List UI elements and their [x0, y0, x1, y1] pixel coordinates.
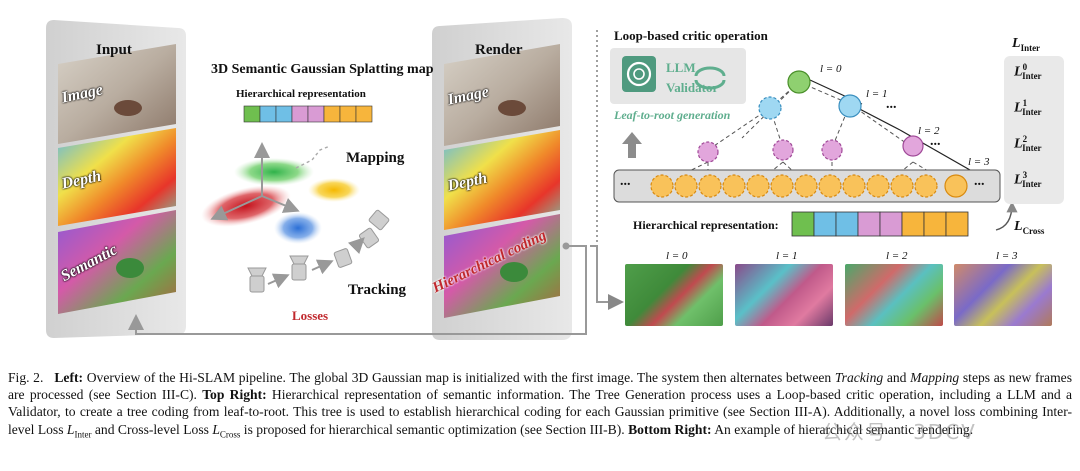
ellipsis-left: ... — [620, 174, 631, 189]
ellipsis-right: ... — [974, 174, 985, 189]
l-inter-title: LInter — [1012, 36, 1041, 53]
ellipsis-l2: ... — [930, 134, 941, 149]
semantic-render-l0 — [625, 264, 723, 326]
l-inter-0: L0Inter — [1014, 62, 1042, 82]
l-inter-1: L1Inter — [1014, 98, 1042, 118]
input-semantic — [58, 210, 176, 314]
tree-node-l1 — [838, 94, 862, 118]
llm-label: LLM — [666, 60, 696, 75]
input-depth — [58, 128, 176, 226]
render-title: Render — [475, 42, 523, 58]
thumb-level-label-3: l = 3 — [996, 250, 1018, 262]
tree-level-label-2: l = 2 — [918, 125, 940, 137]
up-arrow-icon — [622, 132, 642, 158]
render-image — [444, 44, 560, 146]
semantic-render-l1 — [735, 264, 833, 326]
thumb-level-label-0: l = 0 — [666, 250, 688, 262]
validator-label: Validator — [666, 80, 719, 95]
tracking-label: Tracking — [348, 282, 407, 298]
critic-title: Loop-based critic operation — [614, 28, 768, 43]
input-title: Input — [96, 42, 132, 58]
hier-rep-title-right: Hierarchical representation: — [633, 218, 779, 232]
l-inter-2: L2Inter — [1014, 134, 1042, 154]
semantic-render-l2 — [845, 264, 943, 326]
thumb-level-label-2: l = 2 — [886, 250, 908, 262]
hier-rep-title-left: Hierarchical representation — [236, 88, 366, 100]
tree-nodes-l3 — [650, 174, 968, 198]
tree-level-label-0: l = 0 — [820, 63, 842, 75]
render-depth — [444, 130, 560, 230]
tree-nodes-l2 — [697, 135, 924, 163]
input-image — [58, 44, 176, 144]
thumb-level-label-1: l = 1 — [776, 250, 798, 262]
figure-caption: Fig. 2. Left: Overview of the Hi-SLAM pi… — [8, 370, 1072, 440]
watermark: 公众号 · 3DCV — [822, 420, 977, 444]
tree-level-label-3: l = 3 — [968, 156, 990, 168]
right-diagram — [590, 30, 1018, 310]
semantic-render-l3 — [954, 264, 1052, 326]
l-inter-box — [1004, 56, 1064, 204]
map-title: 3D Semantic Gaussian Splatting map — [211, 62, 434, 77]
mapping-label: Mapping — [346, 150, 405, 166]
tree-level-label-1: l = 1 — [866, 88, 888, 100]
render-semantic — [444, 214, 560, 318]
losses-loop-line — [128, 245, 587, 335]
hier-rep-bar-left — [243, 105, 373, 123]
leaf-to-root-label: Leaf-to-root generation — [614, 108, 731, 122]
l-cross: LCross — [1014, 219, 1045, 236]
hier-rep-bar-right — [791, 211, 969, 237]
gaussian-blobs — [201, 158, 360, 244]
l-inter-3: L3Inter — [1014, 170, 1042, 190]
ellipsis-l1: ... — [886, 97, 897, 112]
losses-label: Losses — [292, 308, 329, 323]
left-diagram — [46, 18, 587, 340]
tree-node-l1 — [758, 96, 782, 120]
tree-node-root — [787, 70, 811, 94]
